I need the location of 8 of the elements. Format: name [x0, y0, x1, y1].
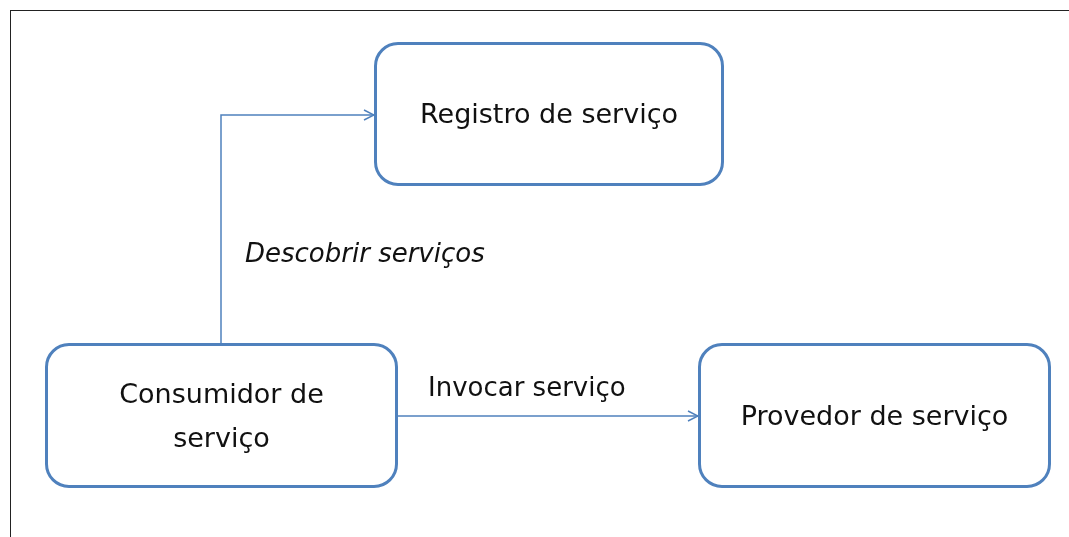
- process-box: [374, 42, 724, 186]
- process-box: [698, 343, 1051, 488]
- box-label: Registro de serviço: [420, 97, 678, 132]
- arrow: [397, 410, 699, 422]
- arrow: [220, 109, 375, 344]
- box-label: Consumidor de serviço: [118, 377, 325, 455]
- process-box: [45, 343, 398, 488]
- box-label: Provedor de serviço: [740, 398, 1009, 433]
